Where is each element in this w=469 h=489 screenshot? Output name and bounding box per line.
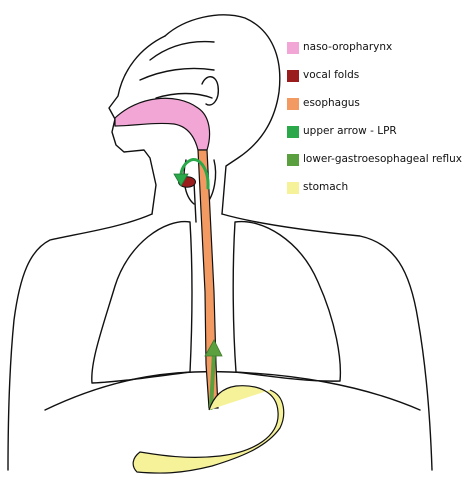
shoulders-outline <box>8 214 152 470</box>
right-lung-outline <box>233 222 340 382</box>
legend-label-lower-gastroesophageal-reflux: lower-gastroesophageal reflux <box>303 152 462 166</box>
legend-label-naso-oropharynx: naso-oropharynx <box>303 40 392 54</box>
legend: naso-oropharynx vocal folds esophagus up… <box>287 38 467 206</box>
right-shoulder-outline <box>222 214 432 470</box>
legend-label-upper-arrow-lpr: upper arrow - LPR <box>303 124 397 138</box>
trachea-left-wall <box>194 182 196 222</box>
legend-item-naso-oropharynx: naso-oropharynx <box>287 38 467 66</box>
left-lung-outline <box>92 222 192 383</box>
ear-outline <box>202 77 218 105</box>
legend-item-vocal-folds: vocal folds <box>287 66 467 94</box>
legend-swatch-stomach <box>287 182 299 194</box>
legend-item-stomach: stomach <box>287 178 467 206</box>
brain-folds <box>140 42 214 98</box>
legend-swatch-lower-gastroesophageal-reflux <box>287 154 299 166</box>
legend-swatch-upper-arrow-lpr <box>287 126 299 138</box>
naso-oropharynx-region <box>115 98 210 150</box>
legend-label-esophagus: esophagus <box>303 96 360 110</box>
legend-item-lower-gastroesophageal-reflux: lower-gastroesophageal reflux <box>287 150 467 178</box>
legend-item-upper-arrow-lpr: upper arrow - LPR <box>287 122 467 150</box>
legend-swatch-naso-oropharynx <box>287 42 299 54</box>
legend-item-esophagus: esophagus <box>287 94 467 122</box>
legend-label-stomach: stomach <box>303 180 348 194</box>
legend-swatch-esophagus <box>287 98 299 110</box>
legend-label-vocal-folds: vocal folds <box>303 68 359 82</box>
legend-swatch-vocal-folds <box>287 70 299 82</box>
